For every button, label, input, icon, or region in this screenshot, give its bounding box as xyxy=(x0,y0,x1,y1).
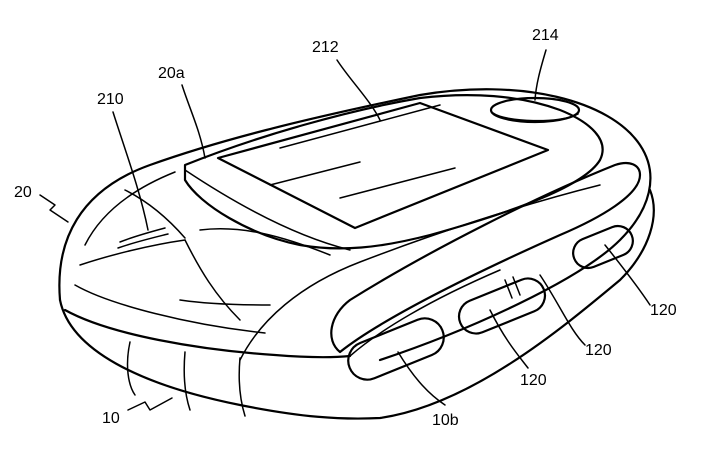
top-panel xyxy=(185,95,603,248)
label-120-left: 120 xyxy=(520,372,547,389)
label-20a: 20a xyxy=(158,65,185,82)
label-10b: 10b xyxy=(432,412,459,429)
device-housing xyxy=(59,89,653,418)
side-button-middle xyxy=(454,273,550,338)
label-10: 10 xyxy=(102,410,120,427)
label-120-middle: 120 xyxy=(585,342,612,359)
label-214: 214 xyxy=(532,27,559,44)
label-212: 212 xyxy=(312,39,339,56)
side-button-right xyxy=(569,221,638,272)
label-120-right: 120 xyxy=(650,302,677,319)
label-210: 210 xyxy=(97,91,124,108)
display-window xyxy=(218,103,548,228)
label-20: 20 xyxy=(14,184,32,201)
cover-segments xyxy=(80,170,350,320)
